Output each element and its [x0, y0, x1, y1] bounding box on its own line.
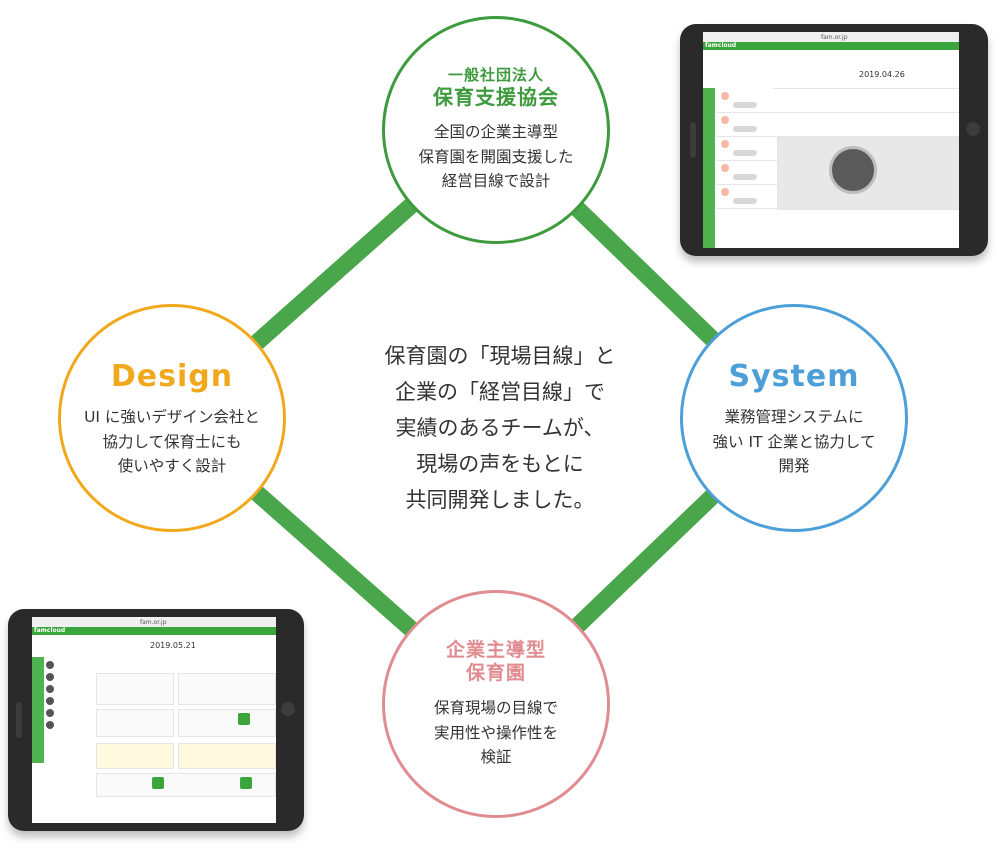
- record-card: [178, 709, 276, 737]
- app-header: [703, 42, 959, 50]
- child-avatar: [46, 721, 54, 729]
- save-icon: [240, 777, 252, 789]
- child-avatar: [46, 697, 54, 705]
- browser-bar: [703, 32, 959, 42]
- child-avatar: [46, 709, 54, 717]
- save-icon: [238, 713, 250, 725]
- child-avatar: [46, 685, 54, 693]
- grid-top: [773, 88, 959, 89]
- tablet-screen: fam.or.jp famcloud 2019.04.26: [703, 32, 959, 248]
- status-pill: [733, 126, 757, 132]
- app-header: [32, 627, 276, 635]
- app-sidebar: [703, 88, 715, 248]
- app-brand: famcloud: [34, 627, 66, 634]
- circle-design: Design UI に強いデザイン会社と 協力して保育士にも 使いやすく設計: [58, 304, 286, 532]
- nursery-title-line1: 企業主導型: [445, 638, 546, 661]
- system-title: System: [728, 358, 860, 394]
- association-subtitle: 一般社団法人: [447, 66, 544, 85]
- app-date: 2019.04.26: [859, 70, 905, 79]
- child-avatar: [46, 673, 54, 681]
- circle-nursery: 企業主導型 保育園 保育現場の目線で 実用性や操作性を 検証: [382, 590, 610, 818]
- record-card: [96, 673, 174, 705]
- record-card: [96, 709, 174, 737]
- tablet-diary-screen: fam.or.jp famcloud 2019.05.21: [8, 609, 304, 831]
- design-title: Design: [110, 358, 234, 394]
- nursery-title-line2: 保育園: [465, 662, 526, 685]
- tablet-side-button: [690, 122, 696, 158]
- system-description: 業務管理システムに 強い IT 企業と協力して 開発: [712, 408, 876, 475]
- app-date: 2019.05.21: [150, 641, 196, 650]
- tablet-home-button: [966, 122, 980, 136]
- tablet-screen: fam.or.jp famcloud 2019.05.21: [32, 617, 276, 823]
- center-message: 保育園の「現場目線」と 企業の「経営目線」で 実績のあるチームが、 現場の声をも…: [384, 344, 616, 513]
- child-avatar: [721, 116, 729, 124]
- circle-system: System 業務管理システムに 強い IT 企業と協力して 開発: [680, 304, 908, 532]
- record-card: [96, 743, 174, 769]
- nursery-description: 保育現場の目線で 実用性や操作性を 検証: [433, 699, 558, 766]
- status-pill: [733, 174, 757, 180]
- tablet-side-button: [16, 702, 22, 738]
- status-pill: [733, 102, 757, 108]
- tablet-home-button: [281, 702, 295, 716]
- design-description: UI に強いデザイン会社と 協力して保育士にも 使いやすく設計: [84, 408, 260, 475]
- save-icon: [152, 777, 164, 789]
- app-brand: famcloud: [705, 42, 737, 49]
- grid-row: [717, 112, 959, 113]
- tablet-attendance-screen: fam.or.jp famcloud 2019.04.26: [680, 24, 988, 256]
- child-avatar: [721, 164, 729, 172]
- association-title: 保育支援協会: [433, 85, 559, 110]
- control-pad-icon: [829, 146, 877, 194]
- association-description: 全国の企業主導型 保育園を開園支援した 経営目線で設計: [418, 123, 574, 191]
- browser-url: fam.or.jp: [140, 619, 167, 626]
- status-pill: [733, 150, 757, 156]
- child-avatar: [721, 188, 729, 196]
- browser-bar: [32, 617, 276, 627]
- browser-url: fam.or.jp: [821, 34, 848, 41]
- record-card: [178, 673, 276, 705]
- child-avatar: [721, 140, 729, 148]
- circle-association: 一般社団法人 保育支援協会 全国の企業主導型 保育園を開園支援した 経営目線で設…: [382, 16, 610, 244]
- record-card: [178, 743, 276, 769]
- child-avatar: [46, 661, 54, 669]
- status-pill: [733, 198, 757, 204]
- child-avatar: [721, 92, 729, 100]
- app-sidebar: [32, 657, 44, 763]
